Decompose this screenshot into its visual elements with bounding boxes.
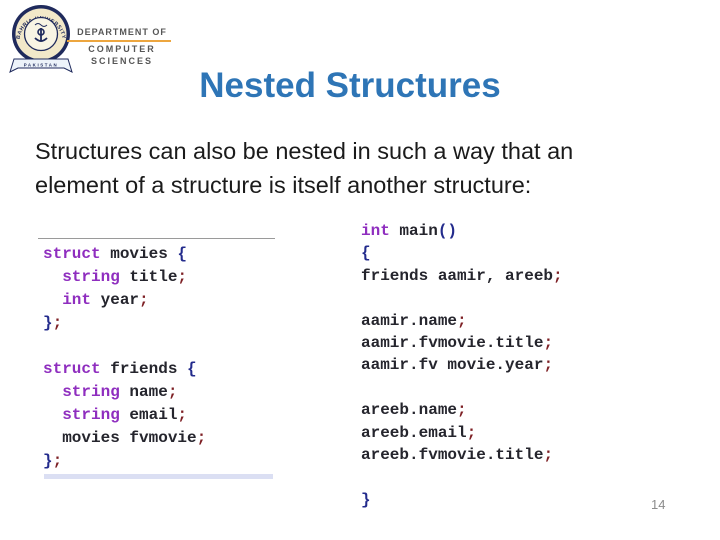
code-token: () [437,222,458,240]
code-token: ; [177,268,188,286]
department-line1: DEPARTMENT OF [77,27,167,37]
code-line [361,377,563,399]
code-token: int [62,291,92,309]
code-token [43,383,62,401]
code-line: areeb.fvmovie.title; [361,444,563,466]
code-token [43,406,62,424]
code-token: movies fvmovie [43,429,197,447]
code-block-bottom-scrollbar [44,474,273,479]
code-line: areeb.name; [361,399,563,421]
code-line: { [361,242,563,264]
code-token: email [119,406,178,424]
code-token: ; [196,429,207,447]
code-line: string email; [43,404,275,427]
code-token [43,268,62,286]
code-token: struct [43,245,101,263]
code-token: ; [177,406,188,424]
crest-ribbon-icon [9,58,73,73]
code-token: aamir.fvmovie.title [361,334,544,353]
code-token: { [187,360,197,378]
code-token: ; [543,446,554,465]
slide-body-text: Structures can also be nested in such a … [35,134,675,202]
code-lines-container: struct movies { string title; int year;}… [43,243,275,473]
code-token: { [361,244,371,263]
code-line: string title; [43,266,275,289]
code-line: struct movies { [43,243,275,266]
department-name-block: DEPARTMENT OF COMPUTER SCIENCES [67,27,171,67]
code-token: movies [100,245,178,263]
university-crest-icon: BAHRIA UNIVERSITY PAKISTAN [9,5,73,73]
code-token: ; [52,314,63,332]
code-token: year [91,291,140,309]
code-token [43,291,62,309]
code-token: { [177,245,188,263]
code-token: name [119,383,168,401]
code-line: aamir.name; [361,310,563,332]
code-token: struct [43,360,101,378]
code-token: aamir.name [361,311,458,330]
code-token: ; [543,356,554,375]
code-line: string name; [43,381,275,404]
code-token: friends aamir, areeb [361,266,554,285]
code-token: ; [52,452,63,470]
code-token: string [62,268,120,286]
code-token: ; [457,311,467,330]
code-line: int main() [361,220,563,242]
code-token: ; [466,423,477,442]
code-line: areeb.email; [361,422,563,444]
code-token: areeb.fvmovie.title [361,446,544,465]
code-token: ; [457,401,467,420]
body-line-2: element of a structure is itself another… [35,172,532,198]
code-token: aamir.fv movie.year [361,356,544,375]
code-line: int year; [43,289,275,312]
code-line: } [361,489,563,511]
department-line2: COMPUTER [88,44,156,54]
code-token: ; [553,266,563,285]
code-token: int [361,222,390,240]
code-line: friends aamir, areeb; [361,265,563,287]
code-line [361,466,563,488]
code-token: friends [100,360,188,378]
code-line: aamir.fvmovie.title; [361,332,563,354]
code-block-main-function: int main() { friends aamir, areeb; aamir.n… [361,220,563,511]
code-block-struct-definitions: struct movies { string title; int year;}… [38,238,275,479]
code-token: } [361,490,371,509]
code-line: movies fvmovie; [43,427,275,450]
body-line-1: Structures can also be nested in such a … [35,138,574,164]
code-token: areeb.email [361,423,467,442]
code-token: string [62,406,120,424]
code-token: } [43,314,53,332]
code-token: main [389,222,438,240]
code-line: struct friends { [43,358,275,381]
code-line: }; [43,312,275,335]
code-token: areeb.name [361,401,458,420]
ribbon-text: PAKISTAN [24,63,59,68]
code-token: string [62,383,120,401]
code-token: ; [543,334,554,353]
code-token: } [43,452,53,470]
code-token: title [119,268,178,286]
department-underline [67,40,171,42]
slide-title: Nested Structures [199,66,501,105]
department-line3: SCIENCES [90,56,153,66]
code-token: ; [167,383,178,401]
page-number: 14 [651,497,666,512]
code-line [43,335,275,358]
code-line: }; [43,450,275,473]
crest-script-icon [34,23,48,27]
code-token: ; [139,291,149,309]
code-lines-container: int main() { friends aamir, areeb; aamir.n… [361,220,563,511]
code-line [361,287,563,309]
university-logo-icon: BAHRIA UNIVERSITY PAKISTAN [6,2,76,78]
code-line: aamir.fv movie.year; [361,354,563,376]
